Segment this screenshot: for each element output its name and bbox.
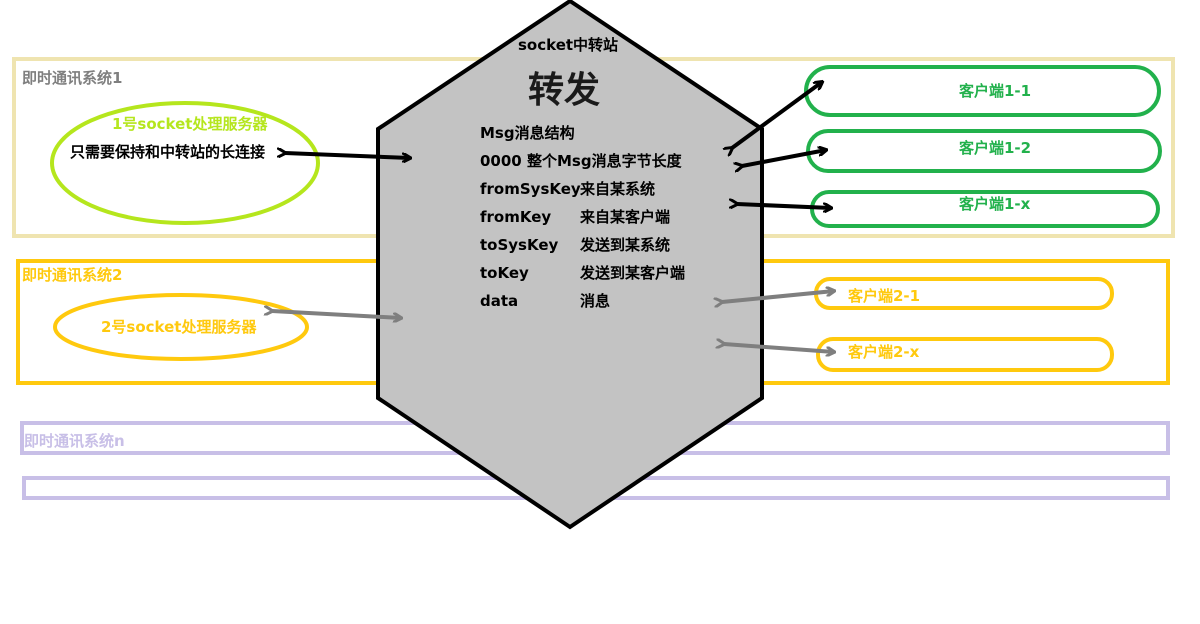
arrow-hub-client2-x <box>724 344 834 352</box>
server1-note: 只需要保持和中转站的长连接 <box>70 143 266 161</box>
arrow-hub-client1-1 <box>732 82 822 148</box>
arrow-hub-client2-1 <box>722 291 834 302</box>
spec-val-tosyskey: 发送到某系统 <box>580 236 671 254</box>
arrow-server2-hub <box>272 311 401 318</box>
server2-title: 2号socket处理服务器 <box>101 318 257 336</box>
arrow-server1-hub <box>285 153 410 158</box>
spec-key-fromsyskey: fromSysKey <box>480 180 581 198</box>
spec-val-fromkey: 来自某客户端 <box>580 208 671 226</box>
spec-val-data: 消息 <box>580 292 611 310</box>
server1-title: 1号socket处理服务器 <box>112 115 268 133</box>
spec-line-length: 0000 整个Msg消息字节长度 <box>480 152 682 170</box>
client1-2-label: 客户端1-2 <box>959 139 1032 157</box>
spec-key-data: data <box>480 292 519 310</box>
system1-title: 即时通讯系统1 <box>22 69 123 87</box>
client1-1-label: 客户端1-1 <box>959 82 1032 100</box>
client2-x-label: 客户端2-x <box>848 343 920 361</box>
hub-heading: 转发 <box>528 70 601 111</box>
client2-1-label: 客户端2-1 <box>848 287 921 305</box>
arrow-hub-client1-2 <box>742 150 826 166</box>
spec-key-tokey: toKey <box>480 264 529 282</box>
systemN-title: 即时通讯系统n <box>24 432 125 450</box>
spec-key-tosyskey: toSysKey <box>480 236 559 254</box>
spec-val-fromsyskey: 来自某系统 <box>580 180 656 198</box>
spec-line-msg: Msg消息结构 <box>480 124 575 142</box>
arrow-hub-client1-x <box>737 204 831 208</box>
hub-title: socket中转站 <box>518 36 619 54</box>
client1-x-label: 客户端1-x <box>959 195 1031 213</box>
system2-title: 即时通讯系统2 <box>22 266 123 284</box>
server2-ellipse <box>53 293 309 361</box>
spec-key-fromkey: fromKey <box>480 208 552 226</box>
spec-val-tokey: 发送到某客户端 <box>580 264 686 282</box>
